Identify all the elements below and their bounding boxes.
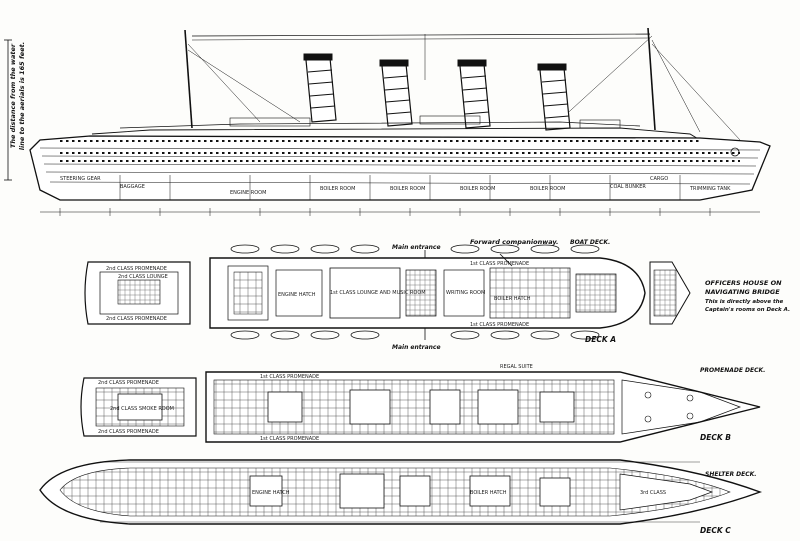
- lifeboats-bottom: [230, 330, 600, 340]
- officers-note-line-1: OFFICERS HOUSE ON: [705, 279, 782, 287]
- deck-b-2nd-promenade-bottom: 2nd CLASS PROMENADE: [98, 429, 159, 435]
- label-forward-companionway: Forward companionway.: [470, 238, 559, 246]
- label-deck-c: DECK C: [700, 526, 731, 535]
- aft-mast: [184, 29, 193, 129]
- label-trimming-tank: TRIMMING TANK: [689, 186, 731, 192]
- label-main-entrance-top: Main entrance: [392, 244, 441, 251]
- deck-a-1st-promenade-top: 1st CLASS PROMENADE: [470, 261, 529, 267]
- label-boiler-room-2: BOILER ROOM: [390, 186, 425, 192]
- label-baggage: BAGGAGE: [120, 184, 145, 190]
- deck-b-plan: [80, 371, 761, 443]
- funnel-3: [457, 59, 491, 129]
- portholes: [60, 140, 700, 142]
- label-cargo: CARGO: [650, 176, 668, 182]
- deck-a-1st-lounge: 1st CLASS LOUNGE AND MUSIC ROOM: [330, 290, 426, 296]
- label-coal-bunker: COAL BUNKER: [610, 184, 646, 190]
- deck-b-1st-promenade-top: 1st CLASS PROMENADE: [260, 374, 319, 380]
- label-engine-room: ENGINE ROOM: [230, 190, 266, 196]
- funnel-4: [537, 63, 571, 131]
- deck-c-plan: [39, 459, 763, 525]
- deck-a-engine-hatch: ENGINE HATCH: [278, 292, 316, 298]
- deck-a-boiler-hatch: BOILER HATCH: [494, 296, 531, 302]
- lifeboats-top: [230, 244, 600, 254]
- fore-mast: [647, 27, 656, 131]
- deck-a-2nd-promenade-top: 2nd CLASS PROMENADE: [106, 266, 167, 272]
- deck-a-1st-promenade-bottom: 1st CLASS PROMENADE: [470, 322, 529, 328]
- deck-c-boiler-hatch: BOILER HATCH: [470, 490, 507, 496]
- deck-b-regal-suite: REGAL SUITE: [500, 364, 533, 370]
- label-shelter-deck: SHELTER DECK.: [705, 471, 757, 478]
- deck-a-2nd-lounge: 2nd CLASS LOUNGE: [118, 274, 168, 280]
- label-boiler-room-3: BOILER ROOM: [460, 186, 495, 192]
- officers-note-line-2: NAVIGATING BRIDGE: [705, 288, 780, 296]
- deck-b-smoke-room: 2nd CLASS SMOKE ROOM: [110, 406, 174, 412]
- label-boat-deck: BOAT DECK.: [570, 239, 610, 246]
- label-deck-b: DECK B: [700, 433, 731, 442]
- label-boiler-room-1: BOILER ROOM: [320, 186, 355, 192]
- label-promenade-deck: PROMENADE DECK.: [700, 367, 765, 374]
- officers-note-line-4: Captain's rooms on Deck A.: [705, 307, 790, 313]
- side-profile: [4, 27, 771, 216]
- deck-b-2nd-promenade-top: 2nd CLASS PROMENADE: [98, 380, 159, 386]
- label-deck-a: DECK A: [585, 335, 616, 344]
- officers-note-line-3: This is directly above the: [705, 299, 784, 305]
- funnel-1: [303, 53, 337, 123]
- deck-a-plan: [84, 244, 691, 340]
- deck-c-third-class: 3rd CLASS: [640, 490, 666, 496]
- deck-a-writing-room: WRITING ROOM: [446, 290, 485, 296]
- funnel-2: [379, 59, 413, 127]
- deck-b-1st-promenade-bottom: 1st CLASS PROMENADE: [260, 436, 319, 442]
- label-main-entrance-bottom: Main entrance: [392, 344, 441, 351]
- deck-a-2nd-promenade-bottom: 2nd CLASS PROMENADE: [106, 316, 167, 322]
- label-steering-gear: STEERING GEAR: [60, 176, 101, 182]
- label-boiler-room-4: BOILER ROOM: [530, 186, 565, 192]
- deck-c-engine-hatch: ENGINE HATCH: [252, 490, 290, 496]
